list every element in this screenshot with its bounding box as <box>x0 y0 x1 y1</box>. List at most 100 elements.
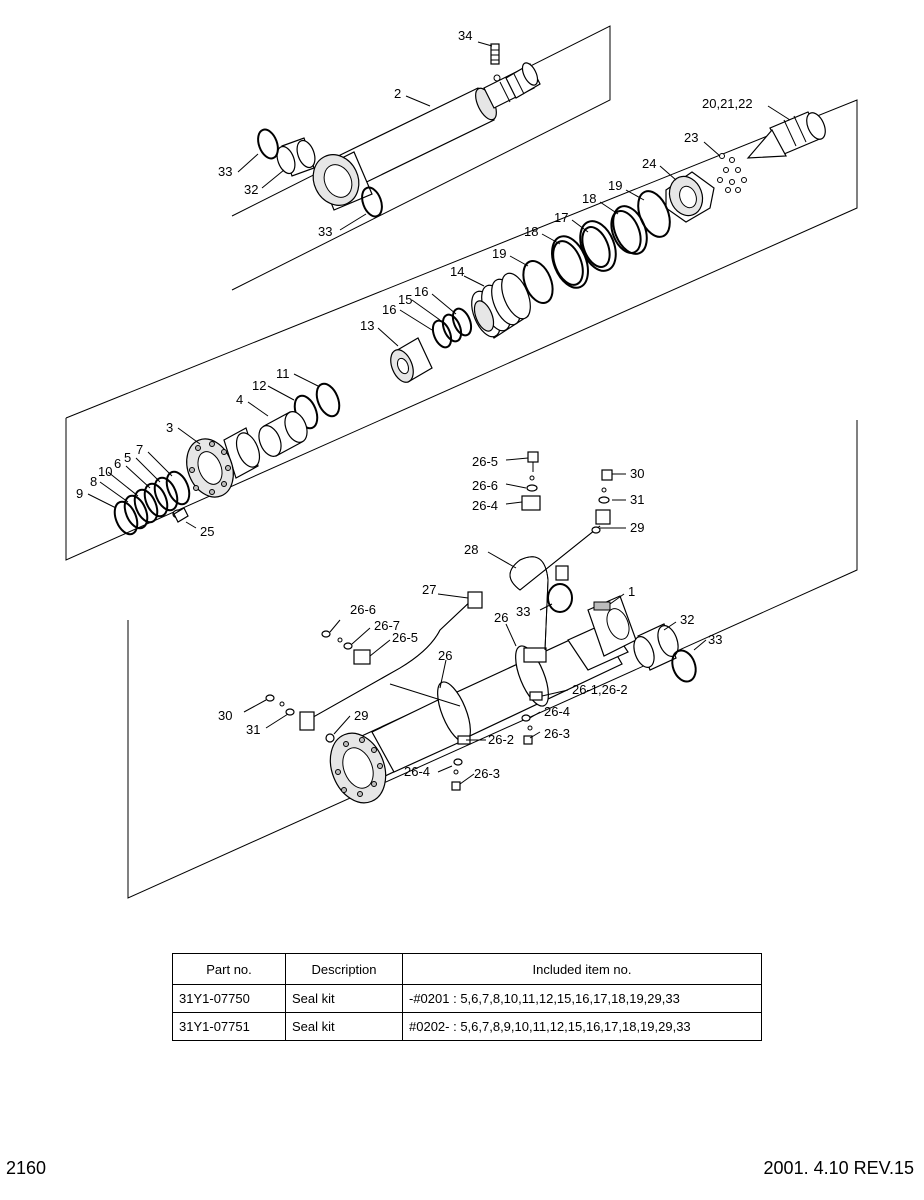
callout-23: 23 <box>684 130 698 145</box>
cell-included-items: #0202- : 5,6,7,8,9,10,11,12,15,16,17,18,… <box>402 1012 762 1041</box>
callout-26-4-low: 26-4 <box>404 764 430 779</box>
callout-33-pipe: 33 <box>516 604 530 619</box>
cell-part-no: 31Y1-07750 <box>172 984 286 1013</box>
callout-7: 7 <box>136 442 143 457</box>
callout-20-21-22: 20,21,22 <box>702 96 753 111</box>
bolt-25 <box>172 507 189 523</box>
panel-bottom-frame <box>127 420 858 899</box>
ring-11 <box>315 382 341 418</box>
panel-frames <box>65 25 858 899</box>
callout-labels: 34 2 33 32 33 20,21,22 23 24 19 18 17 18… <box>76 28 753 781</box>
cell-included-items: -#0201 : 5,6,7,8,10,11,12,15,16,17,18,19… <box>402 984 762 1013</box>
ring-16-a <box>451 307 473 337</box>
ring-18-right <box>612 205 648 255</box>
seal-8 <box>123 494 149 530</box>
o-ring-33-upper <box>547 583 573 613</box>
callout-5: 5 <box>124 450 131 465</box>
callout-10: 10 <box>98 464 112 479</box>
piston <box>471 272 531 339</box>
callout-25: 25 <box>200 524 214 539</box>
dust-seal-33-lower <box>361 186 383 218</box>
callout-33-top: 33 <box>218 164 232 179</box>
callout-31-right: 31 <box>630 492 644 507</box>
grease-nipple <box>490 43 500 65</box>
table-header-row: Part no. Description Included item no. <box>172 953 762 985</box>
callout-33-right: 33 <box>708 632 722 647</box>
cell-part-no: 31Y1-07751 <box>172 1012 286 1041</box>
callout-26-left: 26 <box>438 648 452 663</box>
callout-26-6-top: 26-6 <box>472 478 498 493</box>
seal-6 <box>143 482 169 518</box>
callout-3: 3 <box>166 420 173 435</box>
cell-description: Seal kit <box>285 1012 403 1041</box>
ring-19-left <box>522 260 554 304</box>
callout-32-right: 32 <box>680 612 694 627</box>
leader-lines <box>87 41 791 785</box>
table-row: 31Y1-07751 Seal kit #0202- : 5,6,7,8,9,1… <box>172 1012 762 1041</box>
exploded-parts-diagram: 34 2 33 32 33 20,21,22 23 24 19 18 17 18… <box>65 25 858 899</box>
col-header-included-items: Included item no. <box>402 953 762 985</box>
table-row: 31Y1-07750 Seal kit -#0201 : 5,6,7,8,10,… <box>172 984 762 1013</box>
callout-26-5-left: 26-5 <box>392 630 418 645</box>
callout-19-left: 19 <box>492 246 506 261</box>
cylinder-tube-assembly <box>265 451 697 804</box>
callout-8: 8 <box>90 474 97 489</box>
callout-19-right: 19 <box>608 178 622 193</box>
rod-cover <box>186 427 261 498</box>
callout-26-1-26-2: 26-1,26-2 <box>572 682 628 697</box>
seal-10 <box>133 488 159 524</box>
clamp-block <box>523 647 547 663</box>
dust-seal-33-right <box>671 649 697 683</box>
pipe-clamp-26-5 <box>353 649 371 665</box>
callout-30-right: 30 <box>630 466 644 481</box>
callout-17: 17 <box>554 210 568 225</box>
callout-33-lower: 33 <box>318 224 332 239</box>
callout-32-top: 32 <box>244 182 258 197</box>
callout-26-3-mid: 26-3 <box>544 726 570 741</box>
callout-15: 15 <box>398 292 412 307</box>
page-number: 2160 <box>6 1158 47 1178</box>
revision-date: 2001. 4.10 REV.15 <box>763 1158 914 1178</box>
panel-middle-frame <box>65 99 858 561</box>
col-header-part-no: Part no. <box>172 953 286 985</box>
dust-seal-33-top <box>257 128 279 160</box>
callout-31-left: 31 <box>246 722 260 737</box>
steel-balls <box>717 153 747 193</box>
callout-2: 2 <box>394 86 401 101</box>
piston-assembly <box>113 111 826 536</box>
callout-6: 6 <box>114 456 121 471</box>
callout-26-6-left: 26-6 <box>350 602 376 617</box>
callout-12: 12 <box>252 378 266 393</box>
callout-18-right: 18 <box>582 191 596 206</box>
callout-26-4-top: 26-4 <box>472 498 498 513</box>
callout-14: 14 <box>450 264 464 279</box>
callout-30-left: 30 <box>218 708 232 723</box>
callout-26-3-low: 26-3 <box>474 766 500 781</box>
callout-34: 34 <box>458 28 472 43</box>
col-header-description: Description <box>285 953 403 985</box>
callout-9: 9 <box>76 486 83 501</box>
ring-15 <box>441 313 463 343</box>
callout-26-right: 26 <box>494 610 508 625</box>
callout-29-right: 29 <box>630 520 644 535</box>
seal-kit-table: Part no. Description Included item no. 3… <box>172 953 762 1041</box>
callout-16-a: 16 <box>414 284 428 299</box>
seal-9 <box>113 500 139 536</box>
rod-assembly <box>257 43 541 218</box>
callout-26-5-top: 26-5 <box>472 454 498 469</box>
callout-18-left: 18 <box>524 224 538 239</box>
callout-1: 1 <box>628 584 635 599</box>
callout-13: 13 <box>360 318 374 333</box>
callout-26-4-mid: 26-4 <box>544 704 570 719</box>
callout-27: 27 <box>422 582 436 597</box>
callout-29-left: 29 <box>354 708 368 723</box>
pipe-clamp-26-4 <box>521 495 541 511</box>
cell-description: Seal kit <box>285 984 403 1013</box>
callout-16-b: 16 <box>382 302 396 317</box>
callout-28: 28 <box>464 542 478 557</box>
seal-5 <box>153 476 179 512</box>
ring-16-b <box>431 319 453 349</box>
callout-24: 24 <box>642 156 656 171</box>
callout-4: 4 <box>236 392 243 407</box>
callout-11: 11 <box>276 366 290 381</box>
